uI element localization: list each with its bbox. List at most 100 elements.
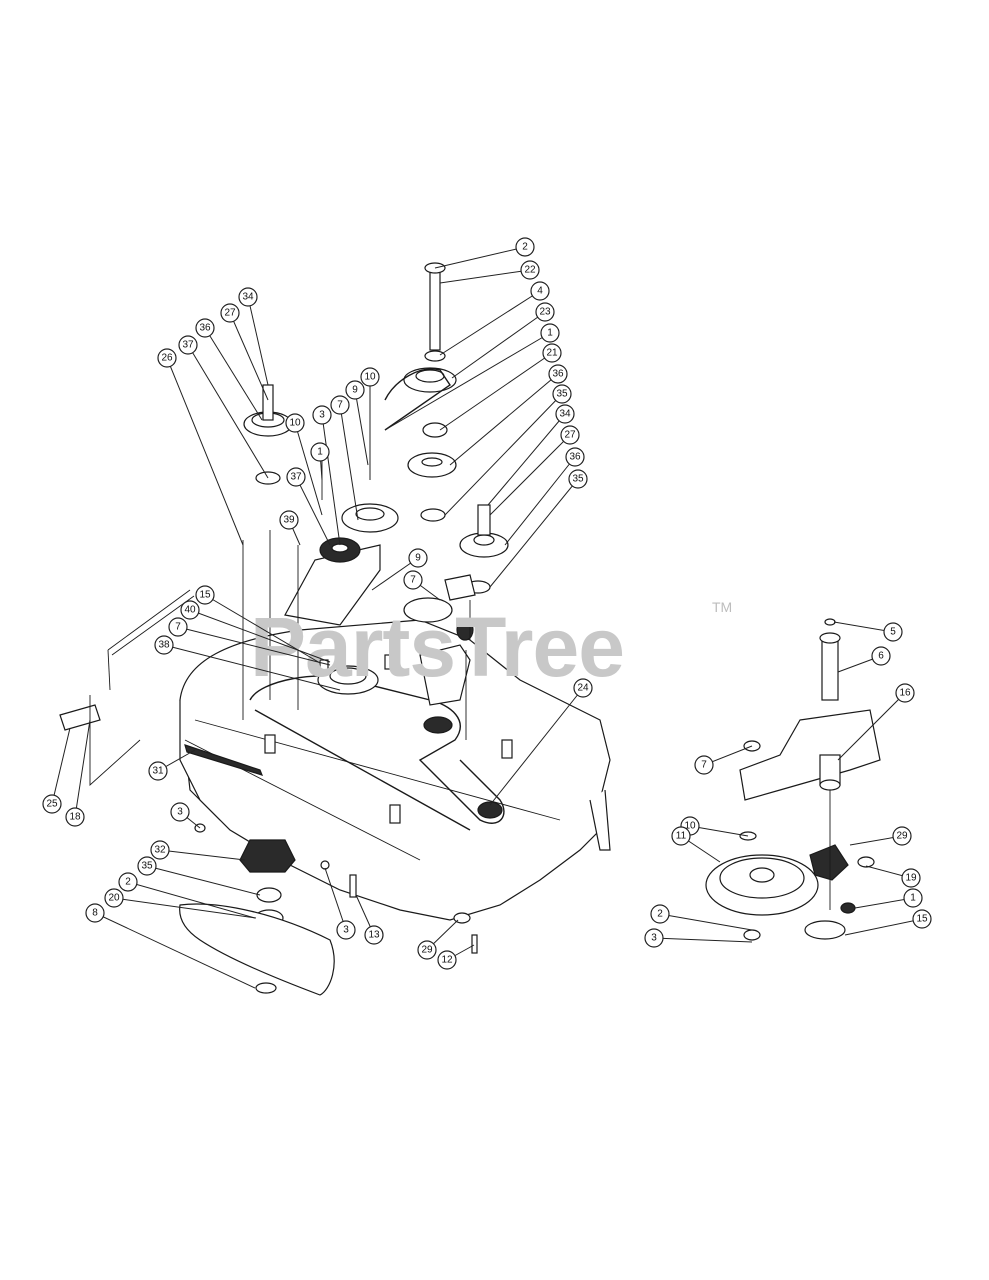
callout-c-18[interactable]: 18 bbox=[65, 807, 85, 827]
callout-c-13[interactable]: 13 bbox=[364, 925, 384, 945]
callout-c-7-d[interactable]: 7 bbox=[694, 755, 714, 775]
callout-c-3-a[interactable]: 3 bbox=[312, 405, 332, 425]
leader-line-c-3-c bbox=[324, 867, 347, 931]
callout-number: 1 bbox=[317, 447, 323, 458]
callout-c-34-right[interactable]: 34 bbox=[555, 404, 575, 424]
callout-number: 10 bbox=[364, 372, 376, 383]
callout-c-3-b[interactable]: 3 bbox=[170, 802, 190, 822]
callout-c-31[interactable]: 31 bbox=[148, 761, 168, 781]
callout-c-1-top[interactable]: 1 bbox=[540, 323, 560, 343]
callout-bubble bbox=[157, 348, 177, 368]
callout-number: 3 bbox=[343, 925, 349, 936]
callout-bubble bbox=[565, 447, 585, 467]
callout-bubble bbox=[220, 303, 240, 323]
leader-line-c-21 bbox=[439, 352, 553, 431]
callout-c-2-top[interactable]: 2 bbox=[515, 237, 535, 257]
callout-bubble bbox=[238, 287, 258, 307]
callout-number: 7 bbox=[337, 400, 343, 411]
callout-c-2-c[interactable]: 2 bbox=[650, 904, 670, 924]
callout-c-32[interactable]: 32 bbox=[150, 840, 170, 860]
callout-c-29-right[interactable]: 29 bbox=[892, 826, 912, 846]
callout-bubble bbox=[883, 622, 903, 642]
callout-bubble bbox=[195, 318, 215, 338]
callout-c-4[interactable]: 4 bbox=[530, 281, 550, 301]
callout-c-36-left[interactable]: 36 bbox=[195, 318, 215, 338]
callout-c-36-right[interactable]: 36 bbox=[548, 364, 568, 384]
callout-c-27-right[interactable]: 27 bbox=[560, 425, 580, 445]
callout-number: 37 bbox=[290, 472, 302, 483]
callout-c-37-left[interactable]: 37 bbox=[178, 335, 198, 355]
callout-c-38[interactable]: 38 bbox=[154, 635, 174, 655]
callout-number: 9 bbox=[415, 553, 421, 564]
callout-c-9-b[interactable]: 9 bbox=[408, 548, 428, 568]
callout-c-25[interactable]: 25 bbox=[42, 794, 62, 814]
callout-c-23[interactable]: 23 bbox=[535, 302, 555, 322]
callout-c-3-d[interactable]: 3 bbox=[644, 928, 664, 948]
callout-bubble bbox=[42, 794, 62, 814]
callout-c-2-bottom[interactable]: 2 bbox=[118, 872, 138, 892]
callout-c-7-b[interactable]: 7 bbox=[403, 570, 423, 590]
callout-c-27-left[interactable]: 27 bbox=[220, 303, 240, 323]
callout-c-40[interactable]: 40 bbox=[180, 600, 200, 620]
callout-c-35-bottom[interactable]: 35 bbox=[137, 856, 157, 876]
callout-bubble bbox=[871, 646, 891, 666]
leader-line-c-20 bbox=[113, 897, 257, 919]
callout-c-5[interactable]: 5 bbox=[883, 622, 903, 642]
callout-c-26[interactable]: 26 bbox=[157, 348, 177, 368]
callout-c-19[interactable]: 19 bbox=[901, 868, 921, 888]
callout-c-37-b[interactable]: 37 bbox=[286, 467, 306, 487]
callout-c-6[interactable]: 6 bbox=[871, 646, 891, 666]
leader-line-c-2-c bbox=[659, 913, 753, 931]
leader-line-c-27-left bbox=[229, 312, 269, 401]
callout-c-36-right2[interactable]: 36 bbox=[565, 447, 585, 467]
leader-line-c-35-bottom bbox=[146, 865, 261, 896]
callout-c-35-right2[interactable]: 35 bbox=[568, 469, 588, 489]
callout-c-24[interactable]: 24 bbox=[573, 678, 593, 698]
leader-line-c-10-b bbox=[294, 422, 323, 516]
callout-c-12[interactable]: 12 bbox=[437, 950, 457, 970]
callout-c-34-left[interactable]: 34 bbox=[238, 287, 258, 307]
callout-c-10-b[interactable]: 10 bbox=[285, 413, 305, 433]
callout-number: 5 bbox=[890, 627, 896, 638]
idler-bracket-plate bbox=[284, 544, 381, 626]
callout-number: 11 bbox=[676, 831, 687, 842]
callout-c-20[interactable]: 20 bbox=[104, 888, 124, 908]
leader-line-c-18 bbox=[74, 719, 91, 818]
callout-bubble bbox=[285, 413, 305, 433]
leader-line-c-24 bbox=[489, 687, 584, 806]
callout-c-1-b[interactable]: 1 bbox=[310, 442, 330, 462]
callout-c-16[interactable]: 16 bbox=[895, 683, 915, 703]
callout-number: 3 bbox=[177, 807, 183, 818]
callout-c-35-right[interactable]: 35 bbox=[552, 384, 572, 404]
callout-c-9-a[interactable]: 9 bbox=[345, 380, 365, 400]
leader-line-c-26 bbox=[166, 357, 244, 546]
callout-number: 34 bbox=[559, 409, 571, 420]
callout-bubble bbox=[903, 888, 923, 908]
callout-c-8[interactable]: 8 bbox=[85, 903, 105, 923]
callout-number: 38 bbox=[158, 640, 170, 651]
callout-bubble bbox=[417, 940, 437, 960]
callout-c-1-c[interactable]: 1 bbox=[903, 888, 923, 908]
leader-line-c-36-right bbox=[449, 373, 559, 466]
callout-c-7-a[interactable]: 7 bbox=[330, 395, 350, 415]
callout-number: 4 bbox=[537, 286, 543, 297]
callout-c-22[interactable]: 22 bbox=[520, 260, 540, 280]
leader-line-c-8 bbox=[94, 912, 256, 989]
callout-c-39[interactable]: 39 bbox=[279, 510, 299, 530]
callout-bubble bbox=[137, 856, 157, 876]
callout-number: 18 bbox=[69, 812, 81, 823]
callout-c-11[interactable]: 11 bbox=[671, 826, 691, 846]
callout-number: 2 bbox=[522, 242, 528, 253]
callout-c-21[interactable]: 21 bbox=[542, 343, 562, 363]
callout-c-15-c[interactable]: 15 bbox=[912, 909, 932, 929]
leader-line-c-32 bbox=[159, 849, 246, 861]
callout-c-10-a[interactable]: 10 bbox=[360, 367, 380, 387]
callout-c-29-bottom[interactable]: 29 bbox=[417, 940, 437, 960]
callout-number: 24 bbox=[577, 683, 589, 694]
callout-c-15[interactable]: 15 bbox=[195, 585, 215, 605]
callout-c-3-c[interactable]: 3 bbox=[336, 920, 356, 940]
callout-c-7-c[interactable]: 7 bbox=[168, 617, 188, 637]
callout-bubble bbox=[437, 950, 457, 970]
callout-bubble bbox=[118, 872, 138, 892]
